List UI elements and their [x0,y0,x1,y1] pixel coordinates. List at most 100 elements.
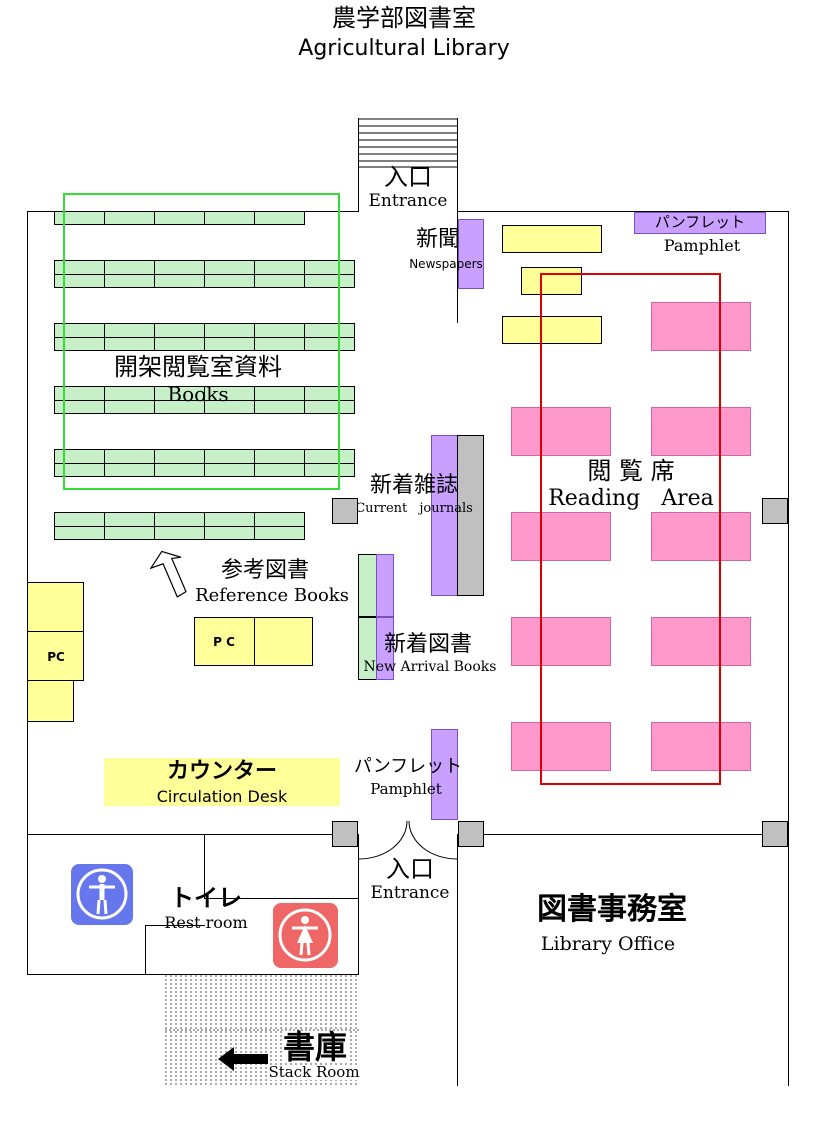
restroom-divider-h [204,898,359,899]
title-en: Agricultural Library [298,36,510,61]
new-arrival-en: New Arrival Books [363,659,497,675]
entrance-top-wall-left [358,118,359,212]
books-jp: 開架閲覧室資料 [114,353,282,381]
reading-table [511,722,611,771]
new-arrival-jp: 新着図書 [383,632,473,657]
inner-wall-h-left [27,834,359,835]
women-restroom-icon [273,903,338,968]
shelf-divider [255,274,304,275]
journals-rack-back [457,435,484,596]
current-journals-jp: 新着雑誌 [369,473,459,498]
up-arrow-icon [150,550,187,598]
men-restroom-icon [71,864,133,925]
book-shelf [204,386,255,414]
book-shelf [104,512,155,540]
shelf-divider [55,400,104,401]
restroom-wall-bottom [27,974,359,975]
shelf-divider [105,526,154,527]
new-arrival-shelf [358,554,377,617]
book-shelf [254,260,305,288]
current-journals-en: Current journals [355,501,473,516]
reading-area-outline [540,273,721,785]
outer-wall-right [788,211,789,1086]
new-arrival-rack [376,554,394,617]
shelf-divider [305,400,354,401]
book-shelf [254,512,305,540]
reading-table [651,302,751,351]
book-shelf [304,449,355,477]
shelf-divider [155,274,204,275]
shelf-divider [105,463,154,464]
left-arrow-icon [218,1047,268,1071]
entrance-bottom-wall-left [358,834,359,974]
reading-table [651,617,751,666]
shelf-divider [55,274,104,275]
shelf-divider [205,463,254,464]
reading-table [651,407,751,456]
table-yellow-1 [502,225,602,253]
shelf-divider [255,526,304,527]
pc-desk [27,631,84,681]
pillar [762,498,788,524]
book-shelf [254,386,305,414]
library-office-en: Library Office [540,933,676,955]
book-shelf [204,512,255,540]
stack-room-en: Stack Room [268,1063,360,1081]
newspapers-en: Newspapers [409,257,483,271]
pc-desk [27,680,74,722]
pamphlet-bottom-en: Pamphlet [370,780,442,798]
pillar [332,498,358,524]
shelf-divider [305,274,354,275]
book-shelf [254,449,305,477]
circulation-desk-en: Circulation Desk [156,787,288,806]
shelf-divider [255,400,304,401]
shelf-divider [255,337,304,338]
title-jp: 農学部図書室 [332,4,476,32]
book-shelf [54,386,105,414]
entrance-top-jp: 入口 [384,163,432,191]
reading-table [511,512,611,561]
book-shelf [304,323,355,351]
reading-table [511,617,611,666]
books-en: Books [167,382,229,406]
outer-wall-top-right [457,211,788,212]
shelf-divider [155,526,204,527]
entrance-doors [358,821,458,860]
shelf-divider [305,337,354,338]
shelf-divider [105,337,154,338]
entrance-stairs [358,118,458,168]
journals-rack [431,435,458,596]
book-shelf [54,512,105,540]
book-shelf [304,260,355,288]
entrance-bottom-en: Entrance [370,883,450,903]
pc-left-label: PC [47,650,65,664]
book-shelf [254,211,305,225]
book-shelf [204,260,255,288]
office-wall-left [457,834,458,1086]
book-shelf [104,449,155,477]
reading-area-jp: 閲 覧 席 [587,457,675,485]
restroom-inner-v [145,925,146,975]
reference-books-en: Reference Books [195,585,349,606]
shelf-divider [155,463,204,464]
shelf-divider [205,274,254,275]
shelf-divider [255,463,304,464]
shelf-divider [55,463,104,464]
pamphlet-top-en: Pamphlet [663,236,741,255]
shelf-divider [205,526,254,527]
entrance-top-wall-right [457,118,458,212]
shelf-divider [105,274,154,275]
circulation-desk [104,758,340,806]
restroom-divider-v [204,834,205,898]
pc-desk [27,582,84,632]
reading-area-en: Reading Area [548,486,714,511]
book-shelf [104,323,155,351]
pc-desk-center [254,617,313,666]
pamphlet-rack-bottom [431,729,458,820]
shelf-divider [105,400,154,401]
book-shelf [154,260,205,288]
reading-table [511,407,611,456]
library-office-jp: 図書事務室 [537,892,687,927]
pillar [762,821,788,847]
table-yellow-3 [502,316,602,344]
